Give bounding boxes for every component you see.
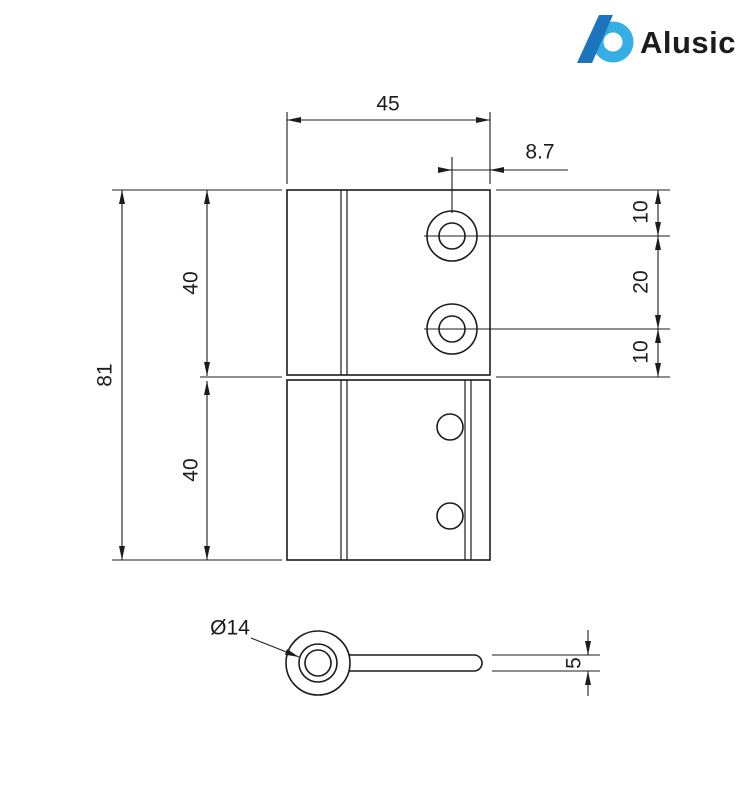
dim-hole-top: 10 <box>630 190 661 236</box>
logo: Alusic <box>577 15 736 63</box>
logo-a-icon-stroke <box>577 15 613 63</box>
dim-total-height: 81 <box>94 190 125 560</box>
knuckle-ring <box>298 643 338 683</box>
front-view <box>286 189 491 561</box>
upper-leaf <box>286 189 491 376</box>
front-view-dimensions: 45 8.7 81 40 40 10 <box>94 93 670 561</box>
dim-thickness: 5 <box>492 630 600 696</box>
dim-hole-edge-offset: 8.7 <box>438 141 568 173</box>
dim-hole-pitch-value: 20 <box>630 270 653 293</box>
dim-total-height-value: 81 <box>94 363 117 386</box>
knuckle-outer <box>285 630 351 696</box>
dim-lower-leaf-value: 40 <box>180 458 203 481</box>
extension-lines <box>112 112 670 561</box>
dim-hole-edge-offset-value: 8.7 <box>525 141 554 164</box>
dim-hole-bottom-value: 10 <box>630 340 653 363</box>
dim-hole-pitch: 20 <box>630 236 661 329</box>
lower-leaf <box>286 379 491 561</box>
dim-lower-leaf: 40 <box>180 381 210 560</box>
hinge-arm <box>349 654 483 672</box>
side-view-dimensions: Ø14 5 <box>210 617 600 696</box>
brand-name: Alusic <box>640 25 736 60</box>
dim-width: 45 <box>287 93 490 123</box>
dim-width-value: 45 <box>376 93 399 116</box>
pin-hole-upper <box>436 413 464 441</box>
dim-hole-top-value: 10 <box>630 200 653 223</box>
side-view <box>285 630 483 696</box>
dim-knuckle-diameter: Ø14 <box>210 617 300 658</box>
dim-thickness-value: 5 <box>563 657 586 669</box>
dim-knuckle-diameter-value: Ø14 <box>210 617 250 640</box>
dim-hole-bottom: 10 <box>630 329 661 377</box>
dim-upper-leaf-value: 40 <box>180 271 203 294</box>
knuckle-bore <box>304 649 332 677</box>
pin-hole-lower <box>436 502 464 530</box>
bend-lines <box>340 190 472 560</box>
dim-upper-leaf: 40 <box>180 190 210 376</box>
